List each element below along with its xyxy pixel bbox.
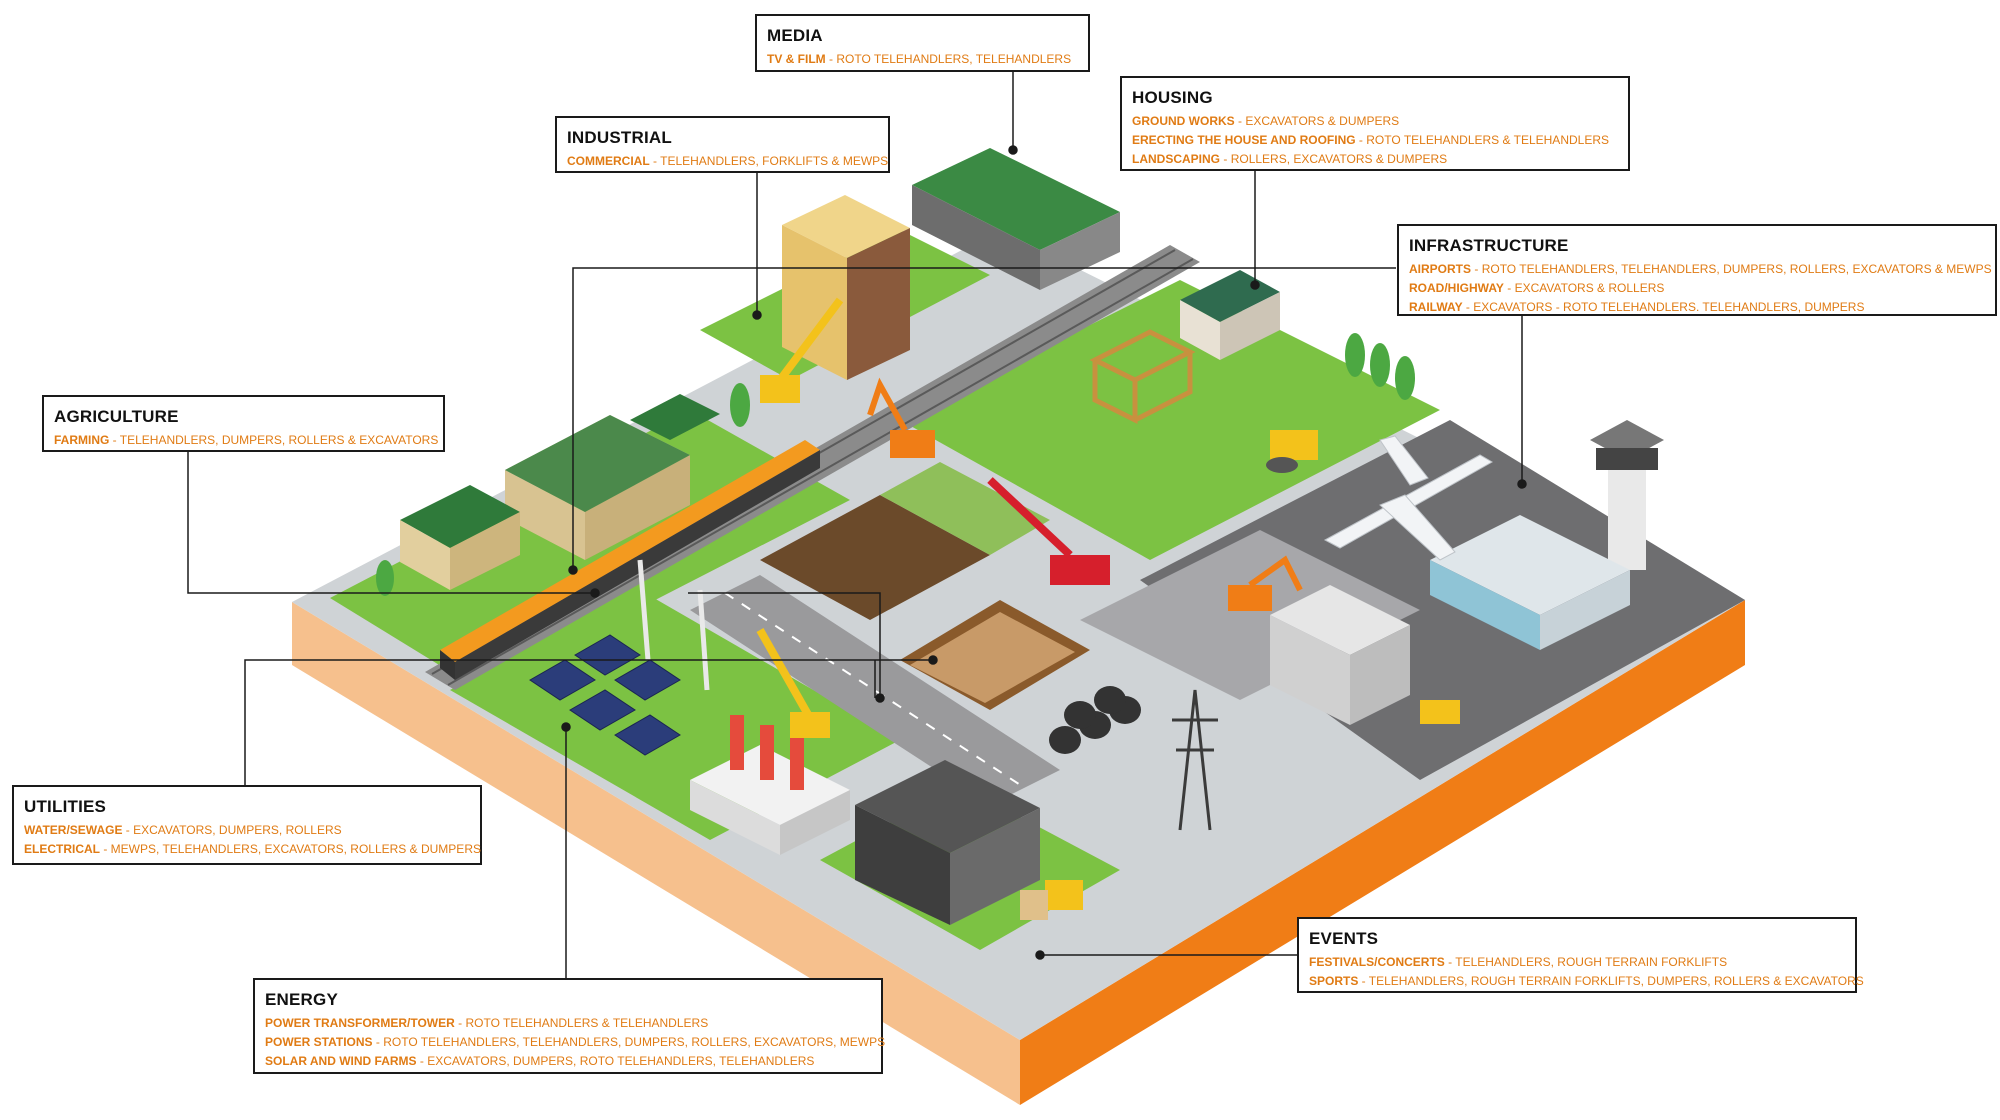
base-right-side [1020,600,1745,1105]
industrial-building [782,195,910,380]
callout-infrastructure: INFRASTRUCTURE AIRPORTS - ROTO TELEHANDL… [1397,224,1997,316]
pipe-stack [1049,686,1141,754]
callout-line: SOLAR AND WIND FARMS - EXCAVATORS, DUMPE… [265,1054,815,1068]
forklift-events [1020,880,1083,920]
callout-line: GROUND WORKS - EXCAVATORS & DUMPERS [1132,114,1400,128]
apartment-construction [1270,585,1410,725]
callout-industrial: INDUSTRIAL COMMERCIAL - TELEHANDLERS, FO… [555,116,890,173]
train [440,440,820,680]
callout-agriculture: AGRICULTURE FARMING - TELEHANDLERS, DUMP… [42,395,445,452]
callout-title: ENERGY [265,990,338,1009]
callout-line: ELECTRICAL - MEWPS, TELEHANDLERS, EXCAVA… [24,842,481,856]
callout-utilities: UTILITIES WATER/SEWAGE - EXCAVATORS, DUM… [12,785,482,865]
callout-housing: HOUSING GROUND WORKS - EXCAVATORS & DUMP… [1120,76,1630,171]
media-studio [912,148,1120,290]
callout-energy: ENERGY POWER TRANSFORMER/TOWER - ROTO TE… [253,978,886,1074]
callout-title: MEDIA [767,26,823,45]
roller [1266,430,1318,473]
leader-infra-horizontal [572,267,1396,570]
callout-line: POWER TRANSFORMER/TOWER - ROTO TELEHANDL… [265,1016,709,1030]
airport-terminal [1430,515,1630,650]
callout-title: INFRASTRUCTURE [1409,236,1569,255]
callout-line: FESTIVALS/CONCERTS - TELEHANDLERS, ROUGH… [1309,955,1728,969]
electricity-pylon [1172,689,1218,831]
excavator-housing [867,377,935,458]
callout-title: HOUSING [1132,88,1213,107]
airport-apron-light [1080,530,1420,700]
mobile-crane [987,477,1110,585]
crop-field [760,495,990,620]
callout-line: RAILWAY - EXCAVATORS - ROTO TELEHANDLERS… [1409,300,1865,314]
grass-zone-housing [900,280,1440,560]
wind-turbines [637,559,710,691]
dumper-airport [1420,700,1460,724]
trees [376,333,1415,596]
callout-line: COMMERCIAL - TELEHANDLERS, FORKLIFTS & M… [567,154,889,168]
callout-line: POWER STATIONS - ROTO TELEHANDLERS, TELE… [265,1035,886,1049]
callout-events: EVENTS FESTIVALS/CONCERTS - TELEHANDLERS… [1297,917,1864,993]
control-tower [1590,420,1664,570]
callout-line: ERECTING THE HOUSE AND ROOFING - ROTO TE… [1132,133,1609,147]
callout-line: AIRPORTS - ROTO TELEHANDLERS, TELEHANDLE… [1409,262,1992,276]
leader-agri-2 [688,592,881,698]
telehandler-utilities [756,628,830,738]
callout-line: SPORTS - TELEHANDLERS, ROUGH TERRAIN FOR… [1309,974,1864,988]
power-station [690,715,850,855]
callout-line: FARMING - TELEHANDLERS, DUMPERS, ROLLERS… [54,433,439,447]
callout-line: ROAD/HIGHWAY - EXCAVATORS & ROLLERS [1409,281,1665,295]
callout-line: TV & FILM - ROTO TELEHANDLERS, TELEHANDL… [767,52,1072,66]
callout-title: UTILITIES [24,797,107,816]
leader-lines [187,72,1527,980]
callout-line: WATER/SEWAGE - EXCAVATORS, DUMPERS, ROLL… [24,823,342,837]
telehandler-industrial [760,297,844,403]
callout-media: MEDIA TV & FILM - ROTO TELEHANDLERS, TEL… [755,14,1090,72]
callout-line: LANDSCAPING - ROLLERS, EXCAVATORS & DUMP… [1132,152,1448,166]
excavator-airport [1228,555,1303,611]
leader-utilities [244,659,933,785]
callout-title: INDUSTRIAL [567,128,672,147]
solar-panels [529,634,681,756]
timber-frame [1089,329,1196,425]
railway-station [400,394,720,590]
leader-agriculture [187,450,595,594]
callout-title: EVENTS [1309,929,1379,948]
callout-title: AGRICULTURE [54,407,179,426]
airplane [1323,435,1494,561]
event-stage [855,760,1040,925]
